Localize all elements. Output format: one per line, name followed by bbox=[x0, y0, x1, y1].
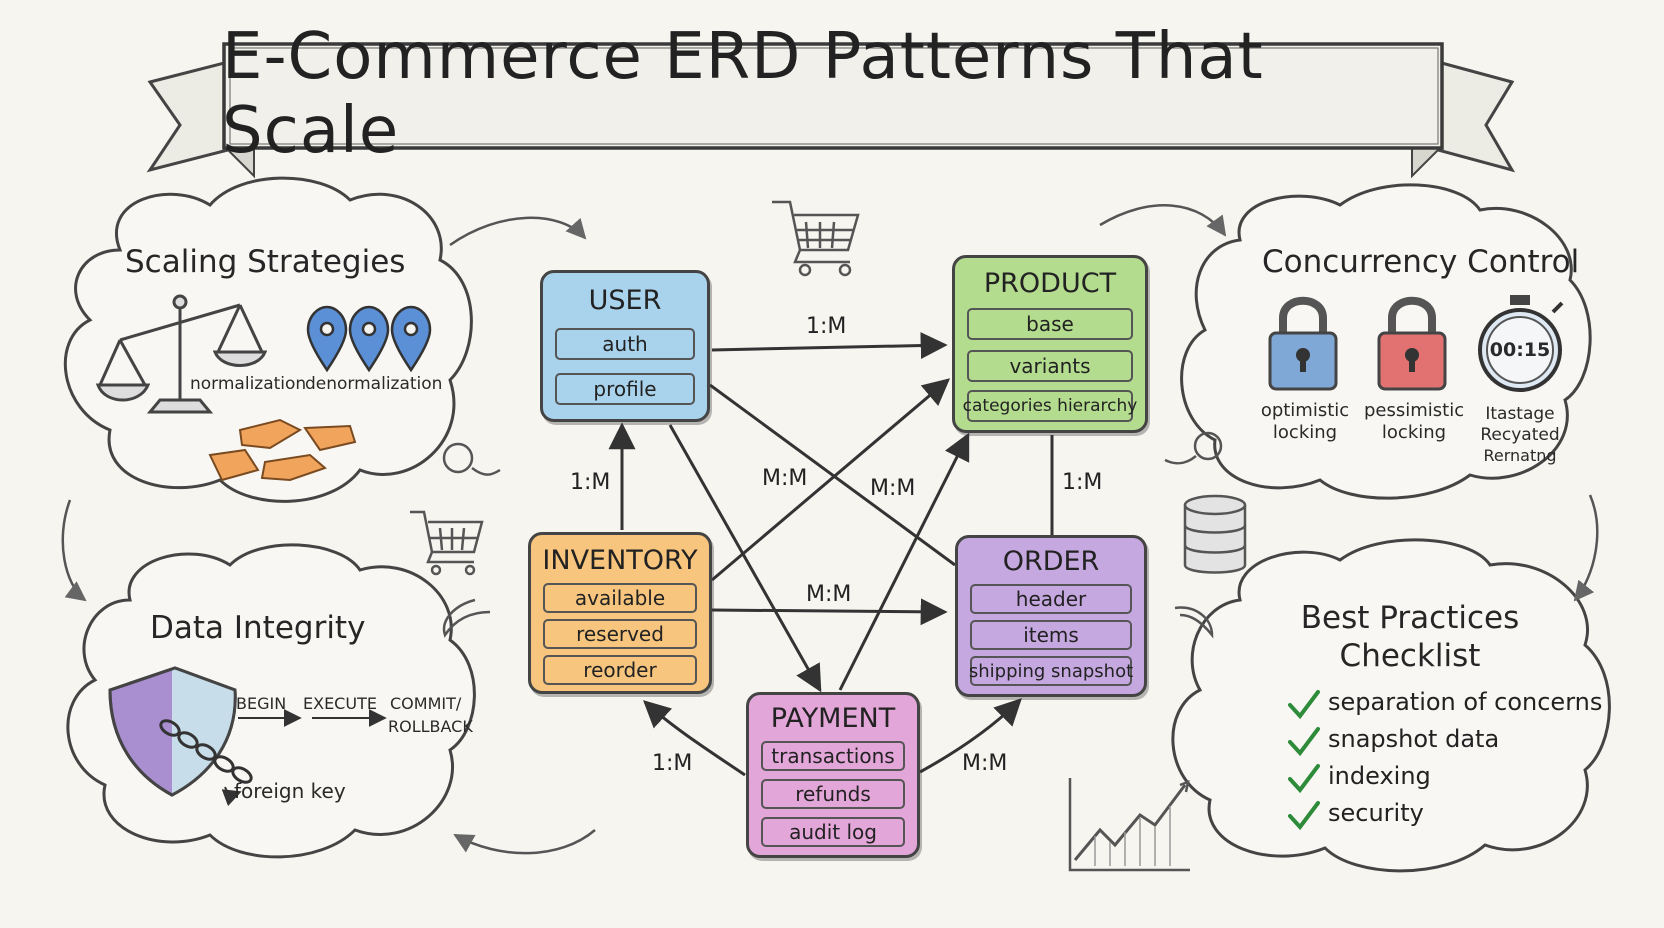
balance-scale-icon bbox=[95, 294, 268, 414]
timer-label-1: Itastage bbox=[1485, 404, 1555, 424]
cart-icon bbox=[410, 510, 484, 576]
pessimistic-lock-icon bbox=[1377, 296, 1447, 391]
checklist-title-2: Checklist bbox=[1339, 638, 1481, 674]
foreign-key-label: foreign key bbox=[234, 779, 346, 803]
entity-name: ORDER bbox=[1002, 546, 1100, 577]
curve-arrow bbox=[453, 829, 596, 855]
pessimistic-label-1: pessimistic bbox=[1364, 400, 1465, 421]
entity-order[interactable]: ORDER header items shipping snapshot bbox=[955, 535, 1147, 697]
curve-arrow bbox=[1099, 204, 1227, 237]
checklist-title-1: Best Practices bbox=[1300, 600, 1520, 636]
stopwatch-time: 00:15 bbox=[1489, 339, 1551, 361]
entity-field: auth bbox=[555, 328, 695, 360]
entity-field: base bbox=[967, 308, 1133, 340]
thought-swooshes bbox=[442, 431, 1223, 639]
step-rollback: ROLLBACK bbox=[388, 717, 473, 736]
entity-field: reserved bbox=[543, 619, 697, 649]
stopwatch-icon bbox=[1478, 295, 1564, 392]
optimistic-lock-icon bbox=[1268, 296, 1338, 391]
entity-name: USER bbox=[588, 285, 662, 316]
checklist-item: snapshot data bbox=[1328, 725, 1500, 753]
rel-line-payment-inventory bbox=[643, 700, 746, 777]
entity-field: transactions bbox=[761, 741, 905, 771]
timer-label-3: Rernatng bbox=[1483, 446, 1557, 465]
title-banner bbox=[146, 42, 1516, 179]
step-commit: COMMIT/ bbox=[390, 694, 462, 713]
rel-line-inventory-order bbox=[711, 598, 948, 626]
rel-line-payment-order bbox=[919, 698, 1022, 774]
growth-chart-icon bbox=[1068, 778, 1190, 872]
scaling-title: Scaling Strategies bbox=[125, 244, 406, 280]
rel-line-inventory-product bbox=[711, 378, 951, 582]
step-begin: BEGIN bbox=[236, 694, 287, 713]
denormalization-label: denormalization bbox=[305, 374, 443, 394]
entity-name: INVENTORY bbox=[542, 545, 698, 576]
entity-product[interactable]: PRODUCT base variants categories hierarc… bbox=[952, 255, 1148, 433]
entity-user[interactable]: USER auth profile bbox=[540, 270, 710, 422]
checklist-item: separation of concerns bbox=[1328, 688, 1603, 716]
database-icon bbox=[1183, 494, 1247, 574]
curve-arrow bbox=[61, 499, 87, 602]
entity-field: variants bbox=[967, 350, 1133, 382]
rel-line-user-payment bbox=[668, 424, 822, 693]
cloud-checklist bbox=[1171, 538, 1611, 873]
cart-icon bbox=[772, 200, 860, 277]
entity-field: categories hierarchy bbox=[963, 390, 1137, 422]
pessimistic-label-2: locking bbox=[1381, 422, 1447, 443]
entity-field: items bbox=[970, 620, 1132, 650]
check-marks bbox=[1288, 690, 1320, 831]
optimistic-label-2: locking bbox=[1272, 422, 1338, 443]
entity-field: header bbox=[970, 584, 1132, 614]
entity-field: reorder bbox=[543, 655, 697, 685]
rel-label-product-order: 1:M bbox=[1062, 470, 1103, 495]
entity-field: profile bbox=[555, 373, 695, 405]
timer-label-2: Recyated bbox=[1480, 425, 1560, 445]
location-pins-icon bbox=[306, 305, 432, 373]
data-shards-icon bbox=[208, 418, 357, 482]
checklist-item: security bbox=[1328, 799, 1424, 827]
normalization-label: normalization bbox=[190, 374, 307, 394]
rel-label-payment-inventory: 1:M bbox=[652, 751, 693, 776]
entity-field: shipping snapshot bbox=[969, 656, 1133, 686]
curve-arrow bbox=[1573, 494, 1599, 602]
entity-field: available bbox=[543, 583, 697, 613]
rel-label-user-product: 1:M bbox=[806, 314, 847, 339]
entity-field: refunds bbox=[761, 779, 905, 809]
checklist-item: indexing bbox=[1328, 762, 1431, 790]
rel-line-payment-product bbox=[838, 432, 970, 691]
cloud-scaling bbox=[63, 176, 473, 503]
page-title: E-Commerce ERD Patterns That Scale bbox=[222, 20, 1264, 168]
curve-arrow bbox=[449, 216, 587, 247]
rel-label-user-payment: M:M bbox=[762, 466, 808, 491]
shield-chain-icon bbox=[108, 666, 253, 807]
entity-payment[interactable]: PAYMENT transactions refunds audit log bbox=[746, 692, 920, 858]
integrity-title: Data Integrity bbox=[150, 610, 366, 646]
rel-label-payment-order: M:M bbox=[962, 751, 1008, 776]
rel-line-user-order bbox=[709, 383, 956, 567]
step-execute: EXECUTE bbox=[303, 694, 377, 713]
entity-inventory[interactable]: INVENTORY available reserved reorder bbox=[528, 532, 712, 694]
rel-label-inventory-product: M:M bbox=[870, 476, 916, 501]
optimistic-label-1: optimistic bbox=[1260, 400, 1350, 421]
entity-name: PAYMENT bbox=[770, 703, 896, 734]
rel-label-inventory-order: M:M bbox=[806, 582, 852, 607]
rel-label-inventory-user: 1:M bbox=[570, 470, 611, 495]
concurrency-title: Concurrency Control bbox=[1262, 244, 1580, 280]
entity-name: PRODUCT bbox=[983, 268, 1117, 299]
entity-field: audit log bbox=[761, 817, 905, 847]
rel-line-user-product bbox=[711, 332, 948, 360]
